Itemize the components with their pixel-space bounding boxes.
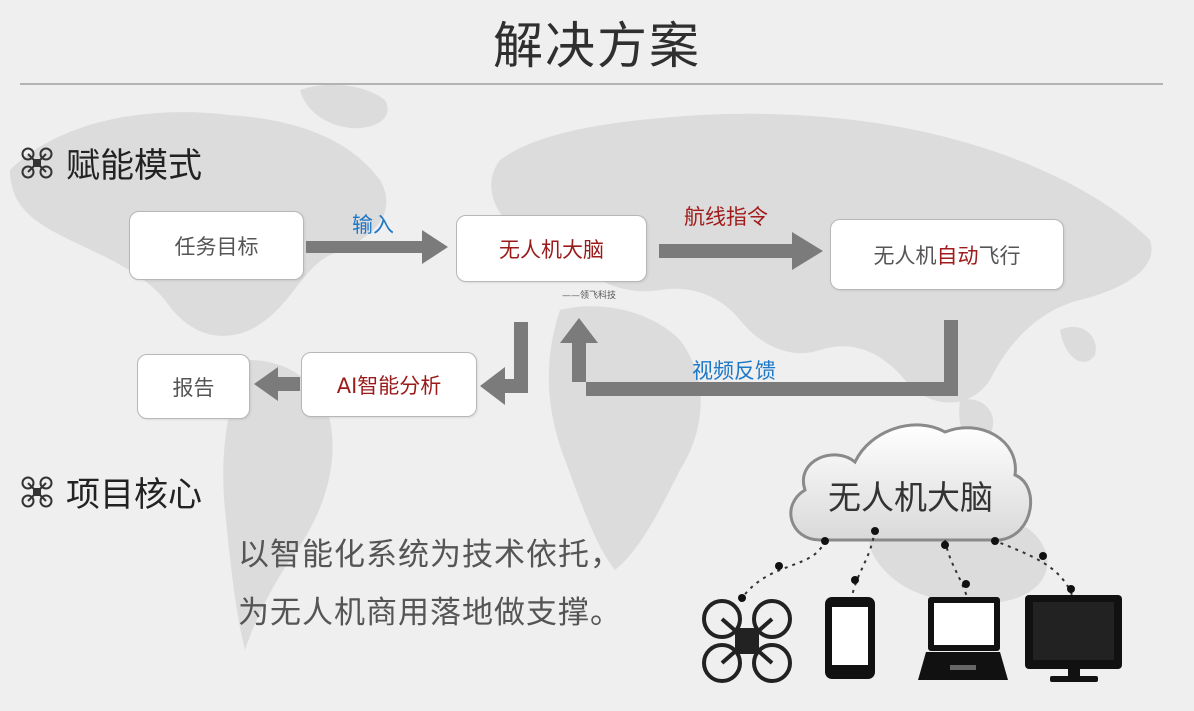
drone-icon [21, 476, 53, 507]
box-task-goal: 任务目标 [129, 211, 304, 280]
box-task-goal-label: 任务目标 [174, 234, 259, 259]
arrow-input [306, 230, 448, 264]
box-auto-flight-suffix: 飞行 [978, 243, 1021, 268]
box-ai-analysis-label: AI智能分析 [336, 373, 442, 398]
arrow-to-report [254, 367, 300, 401]
arrow-route [659, 232, 823, 270]
cloud-label: 无人机大脑 [828, 478, 993, 517]
label-video-feedback: 视频反馈 [692, 359, 776, 383]
phone-device-icon [825, 597, 875, 679]
drone-icon [21, 147, 53, 178]
arrow-video-feedback [560, 318, 958, 396]
box-drone-brain: 无人机大脑 [456, 215, 647, 282]
monitor-device-icon [1025, 595, 1122, 682]
box-auto-flight: 无人机自动飞行 [830, 219, 1064, 290]
label-input: 输入 [352, 213, 394, 237]
box-drone-brain-label: 无人机大脑 [499, 237, 604, 262]
arrow-to-ai [480, 322, 528, 405]
box-report-label: 报告 [172, 375, 215, 400]
section-empower-title: 赋能模式 [66, 146, 202, 186]
core-text-line-2: 为无人机商用落地做支撑。 [238, 595, 622, 631]
box-report: 报告 [137, 354, 250, 419]
page-title: 解决方案 [493, 17, 701, 75]
cloud-icon [789, 423, 1032, 542]
laptop-device-icon [918, 597, 1008, 680]
title-divider [20, 83, 1163, 85]
drone-device-icon [702, 599, 792, 683]
brand-note: ——领飞科技 [562, 291, 617, 301]
box-auto-flight-prefix: 无人机 [873, 243, 937, 268]
label-route-command: 航线指令 [684, 205, 768, 229]
box-ai-analysis: AI智能分析 [301, 352, 477, 417]
section-core-header: 项目核心 [20, 467, 202, 516]
section-empower-header: 赋能模式 [20, 138, 202, 187]
box-auto-flight-highlight: 自动 [936, 243, 979, 268]
core-text-line-1: 以智能化系统为技术依托， [238, 537, 622, 573]
section-core-title: 项目核心 [66, 475, 202, 515]
